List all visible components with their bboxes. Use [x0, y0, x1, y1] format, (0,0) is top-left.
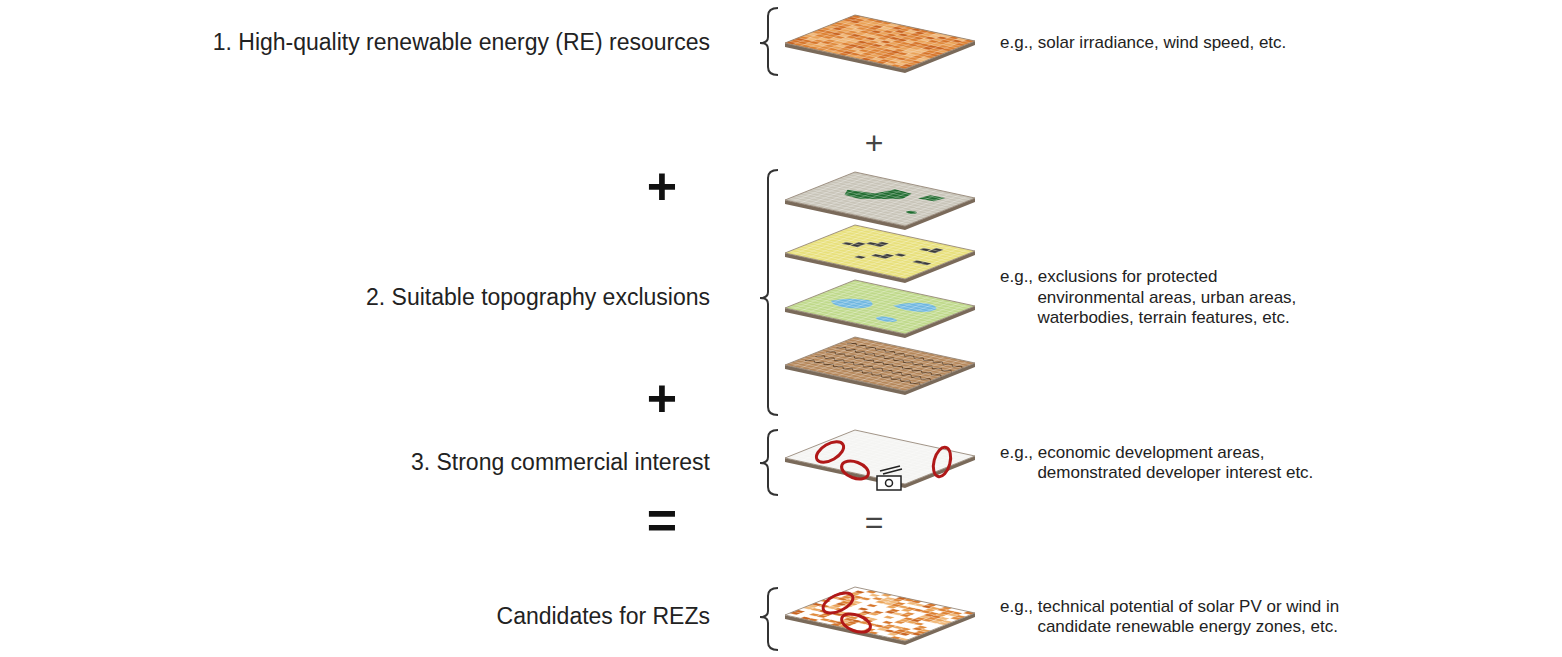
- criterion-label: 2. Suitable topography exclusions: [366, 284, 710, 312]
- protected-layer: [785, 172, 975, 230]
- equals-sign: =: [865, 503, 884, 541]
- water-layer: [785, 280, 975, 338]
- criterion-label: 1. High-quality renewable energy (RE) re…: [213, 29, 710, 57]
- equals-sign: =: [647, 494, 677, 546]
- money-icon: [877, 466, 902, 490]
- plus-sign: +: [647, 372, 677, 424]
- plus-sign: +: [865, 124, 884, 162]
- example-note: e.g., exclusions for protected environme…: [1000, 267, 1307, 328]
- interest-ellipses: [813, 438, 954, 636]
- example-note: e.g., technical potential of solar PV or…: [1000, 597, 1417, 638]
- example-note: e.g., economic development areas, demons…: [1000, 443, 1357, 484]
- terrain-layer: [785, 337, 976, 395]
- group-braces: [760, 8, 778, 650]
- plus-sign: +: [647, 160, 677, 212]
- candidate-layer: [785, 587, 975, 645]
- resource-layer: [785, 15, 975, 73]
- result-label: Candidates for REZs: [497, 603, 710, 631]
- urban-layer: [785, 225, 975, 283]
- example-note: e.g., solar irradiance, wind speed, etc.: [1000, 33, 1286, 53]
- criterion-label: 3. Strong commercial interest: [411, 449, 710, 477]
- map-layers: [785, 15, 976, 645]
